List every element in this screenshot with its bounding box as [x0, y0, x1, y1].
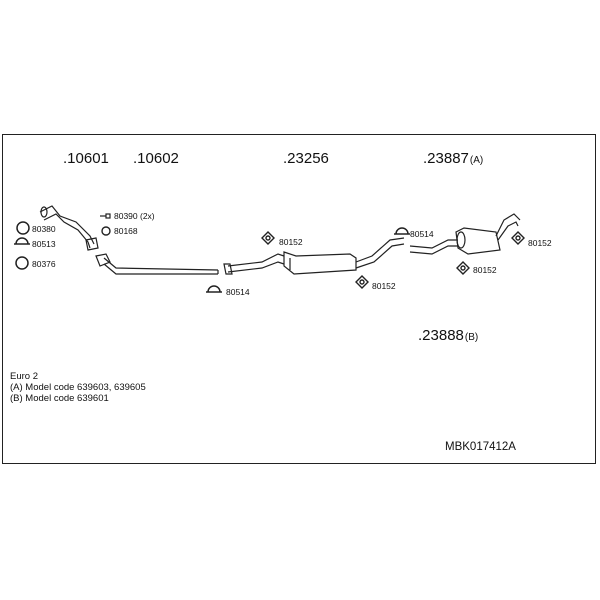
clamp-80514-rear-icon [394, 227, 410, 235]
part-label-10601: .10601 [63, 150, 109, 167]
part-80380-label: 80380 [32, 224, 56, 234]
note-euro: Euro 2 [10, 371, 38, 382]
hanger-80152-d-icon [511, 231, 525, 245]
part-80152-b-label: 80152 [372, 281, 396, 291]
flex-pipe [95, 253, 219, 275]
diagram-frame [2, 134, 596, 464]
clamp-80514-front-icon [206, 285, 222, 293]
part-label-23887: .23887(A) [423, 150, 483, 167]
rear-muffler [409, 213, 521, 255]
hanger-80152-b-icon [355, 275, 369, 289]
part-80168-label: 80168 [114, 226, 138, 236]
part-80152-a-label: 80152 [279, 237, 303, 247]
bolt-80390-icon [100, 213, 111, 219]
part-label-10602: .10602 [133, 150, 179, 167]
part-80376-label: 80376 [32, 259, 56, 269]
clamp-80513-icon [14, 237, 30, 245]
centre-muffler [223, 237, 405, 275]
part-80514-rear-label: 80514 [410, 229, 434, 239]
kit-code: MBK017412A [445, 441, 516, 453]
part-80514-front-label: 80514 [226, 287, 250, 297]
gasket-80380-icon [16, 221, 30, 235]
part-80390-label: 80390 (2x) [114, 211, 155, 221]
part-80152-c-label: 80152 [473, 265, 497, 275]
gasket-80376-icon [15, 256, 29, 270]
hanger-80152-c-icon [456, 261, 470, 275]
hanger-80152-a-icon [261, 231, 275, 245]
note-model-a: (A) Model code 639603, 639605 [10, 382, 146, 393]
part-label-23888: .23888(B) [418, 327, 478, 344]
part-80152-d-label: 80152 [528, 238, 552, 248]
clamp-80168-icon [101, 226, 111, 236]
note-model-b: (B) Model code 639601 [10, 393, 109, 404]
notes-block: Euro 2 (A) Model code 639603, 639605 (B)… [10, 371, 146, 404]
front-pipe [39, 205, 99, 251]
part-label-23256: .23256 [283, 150, 329, 167]
part-80513-label: 80513 [32, 239, 56, 249]
